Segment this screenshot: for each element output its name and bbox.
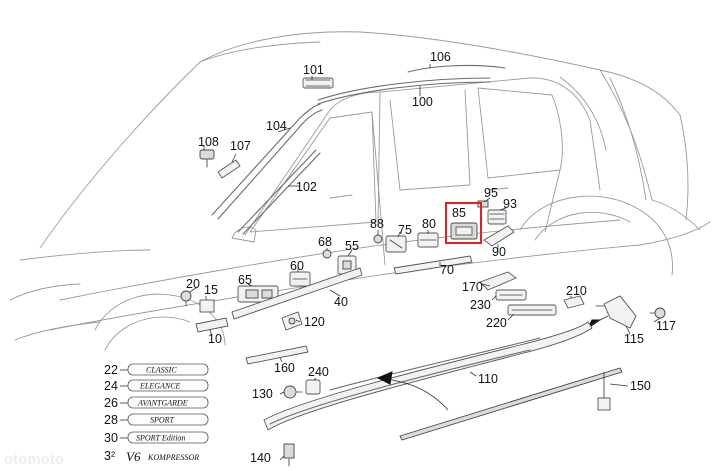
highlight-box (445, 202, 482, 244)
badge-kompressor: KOMPRESSOR (147, 453, 199, 462)
callout-170: 170 (462, 280, 483, 294)
part-roof-molding (407, 64, 506, 73)
part-roof-clip (302, 77, 334, 89)
part-clip-85 (450, 222, 478, 240)
callout-numbers: 101 106 100 104 108 107 102 95 93 85 80 … (186, 50, 676, 465)
part-pillar-strip (237, 149, 317, 233)
callout-40: 40 (334, 295, 348, 309)
part-door-strip-70 (393, 255, 473, 275)
part-bracket-230 (495, 289, 527, 301)
callout-104: 104 (266, 119, 287, 133)
callout-68: 68 (318, 235, 332, 249)
part-screw-20 (180, 290, 192, 307)
part-clip-65 (237, 285, 279, 303)
callout-15: 15 (204, 283, 218, 297)
car-body-outline (9, 31, 711, 351)
part-clip-120 (281, 311, 303, 331)
part-screw-68 (322, 249, 332, 259)
callout-230: 230 (470, 298, 491, 312)
badge-num-28: 28 (104, 413, 118, 427)
callout-100: 100 (412, 95, 433, 109)
callout-60: 60 (290, 259, 304, 273)
badge-num-26: 26 (104, 396, 118, 410)
leader-lines (189, 64, 661, 461)
part-bracket-240 (305, 379, 321, 395)
part-fender-strip-10 (195, 317, 229, 333)
badge-num-22: 22 (104, 363, 118, 377)
part-screw-140 (283, 443, 295, 467)
badge-sport: SPORT (150, 416, 175, 425)
callout-85: 85 (452, 206, 466, 220)
arrow-curved (376, 371, 449, 411)
callout-80: 80 (422, 217, 436, 231)
badge-elegance: ELEGANCE (139, 382, 181, 391)
callout-130: 130 (252, 387, 273, 401)
badge-v6: V6 (126, 449, 141, 464)
part-screw-88 (373, 234, 383, 244)
callout-107: 107 (230, 139, 251, 153)
badge-num-24: 24 (104, 379, 118, 393)
callout-160: 160 (274, 361, 295, 375)
part-clip-60 (289, 271, 311, 287)
callout-93: 93 (503, 197, 517, 211)
part-bracket-107 (217, 159, 241, 179)
callout-120: 120 (304, 315, 325, 329)
callout-220: 220 (486, 316, 507, 330)
part-roof-strip (317, 77, 491, 101)
part-door-strip-40 (231, 267, 363, 320)
watermark: otomoto (4, 451, 64, 468)
part-clip-93 (487, 209, 507, 225)
part-clip-80 (417, 232, 439, 248)
badge-avantgarde: AVANTGARDE (137, 399, 188, 408)
callout-101: 101 (303, 63, 324, 77)
badge-sport-edition: SPORT Edition (136, 434, 185, 443)
callout-102: 102 (296, 180, 317, 194)
part-bracket-220 (507, 304, 557, 316)
part-bracket-210 (563, 295, 585, 309)
callout-240: 240 (308, 365, 329, 379)
callout-65: 65 (238, 273, 252, 287)
part-rail-160 (245, 345, 309, 365)
part-clip-75 (385, 235, 407, 253)
part-screw-117 (649, 307, 666, 319)
callout-210: 210 (566, 284, 587, 298)
callout-95: 95 (484, 186, 498, 200)
callout-110: 110 (478, 372, 498, 386)
callout-150: 150 (630, 379, 651, 393)
callout-108: 108 (198, 135, 219, 149)
callout-90: 90 (492, 245, 506, 259)
badge-classic: CLASSIC (146, 366, 177, 375)
part-bracket-170 (479, 271, 517, 291)
callout-117: 117 (656, 319, 676, 333)
callout-106: 106 (430, 50, 451, 64)
part-bracket-115 (595, 295, 637, 329)
badge-num-30: 30 (104, 431, 118, 445)
badge-legend: 22 CLASSIC 24 ELEGANCE 26 AVANTGARDE 28 … (104, 363, 209, 464)
part-clip-130 (283, 385, 303, 399)
callout-70: 70 (440, 263, 454, 277)
part-clip-108 (199, 149, 215, 168)
callout-20: 20 (186, 277, 200, 291)
part-clip-15 (199, 299, 215, 313)
badge-num-32: 3² (104, 449, 115, 463)
callout-10: 10 (208, 332, 222, 346)
part-molding-150 (399, 367, 623, 441)
callout-55: 55 (345, 239, 359, 253)
callout-75: 75 (398, 223, 412, 237)
callout-140: 140 (250, 451, 271, 465)
part-trim-90 (483, 225, 515, 247)
callout-88: 88 (370, 217, 384, 231)
part-a-pillar-strip (211, 103, 321, 216)
callout-115: 115 (624, 332, 644, 346)
